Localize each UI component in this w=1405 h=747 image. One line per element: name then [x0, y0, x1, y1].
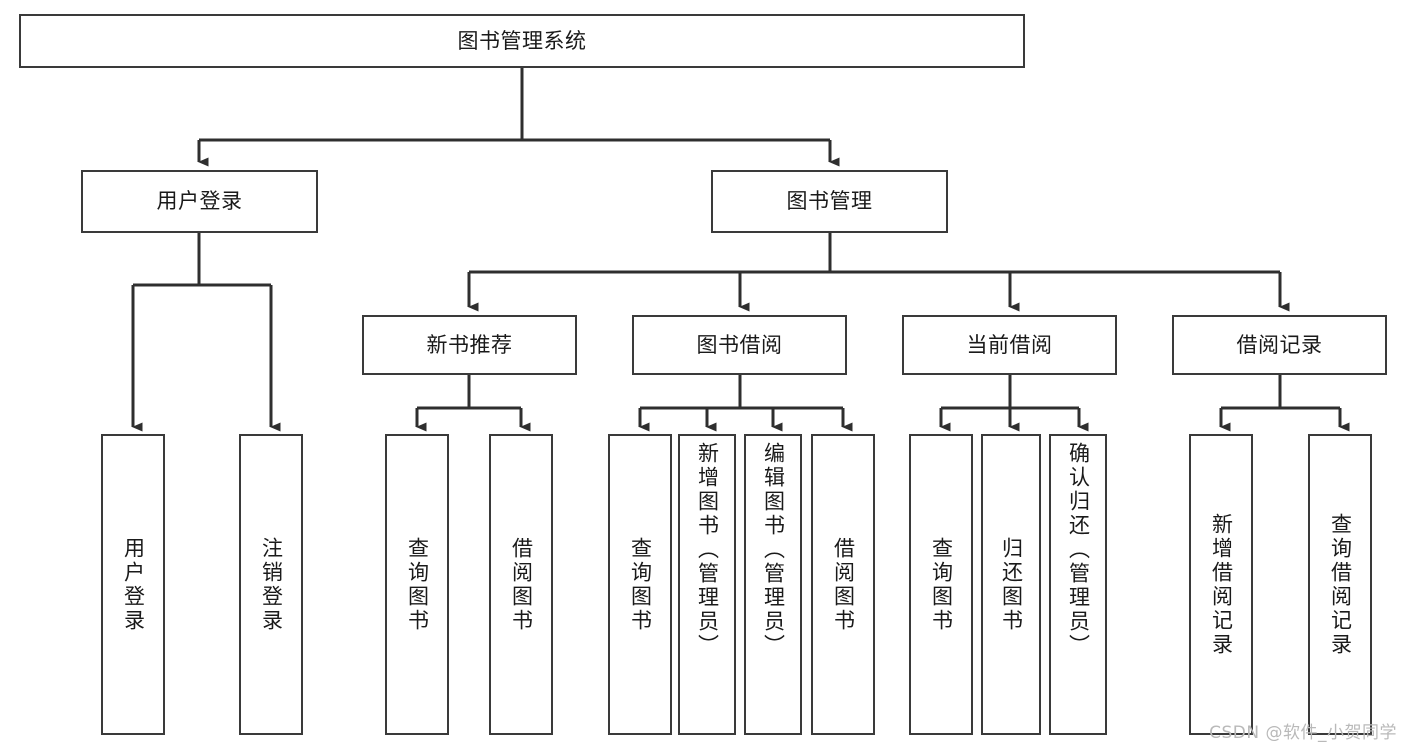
node-leaf-confirm-return-admin[interactable]: 确认归还（管理员）: [1049, 434, 1107, 735]
node-leaf-borrow-book-1[interactable]: 借阅图书: [489, 434, 553, 735]
node-leaf-add-book-admin[interactable]: 新增图书（管理员）: [678, 434, 736, 735]
node-leaf-edit-book-admin-label: 编辑图书（管理员）: [761, 442, 786, 658]
node-book-borrow-label: 图书借阅: [696, 332, 783, 357]
node-current-borrow-label: 当前借阅: [966, 332, 1053, 357]
node-root[interactable]: 图书管理系统: [19, 14, 1025, 68]
watermark-text: CSDN @软件_小贺同学: [1209, 723, 1397, 743]
node-leaf-borrow-book-2-label: 借阅图书: [831, 536, 856, 633]
node-book-manage-label: 图书管理: [786, 189, 873, 214]
node-leaf-query-book-2[interactable]: 查询图书: [608, 434, 672, 735]
node-leaf-return-book-label: 归还图书: [999, 536, 1024, 633]
node-leaf-query-borrow-record[interactable]: 查询借阅记录: [1308, 434, 1372, 735]
node-leaf-query-book-1-label: 查询图书: [405, 536, 430, 633]
node-leaf-user-login-label: 用户登录: [121, 536, 146, 633]
node-leaf-user-login[interactable]: 用户登录: [101, 434, 165, 735]
node-borrow-record[interactable]: 借阅记录: [1172, 315, 1387, 375]
node-leaf-query-borrow-record-label: 查询借阅记录: [1328, 512, 1353, 657]
node-leaf-query-book-2-label: 查询图书: [628, 536, 653, 633]
node-leaf-confirm-return-admin-label: 确认归还（管理员）: [1066, 442, 1091, 658]
node-leaf-query-book-3[interactable]: 查询图书: [909, 434, 973, 735]
node-leaf-edit-book-admin[interactable]: 编辑图书（管理员）: [744, 434, 802, 735]
node-new-book-recommend[interactable]: 新书推荐: [362, 315, 577, 375]
node-leaf-query-book-1[interactable]: 查询图书: [385, 434, 449, 735]
node-book-borrow[interactable]: 图书借阅: [632, 315, 847, 375]
node-leaf-logout-label: 注销登录: [259, 536, 284, 633]
node-leaf-return-book[interactable]: 归还图书: [981, 434, 1041, 735]
node-root-label: 图书管理系统: [457, 28, 587, 53]
node-new-book-recommend-label: 新书推荐: [426, 332, 513, 357]
node-user-login-label: 用户登录: [156, 189, 243, 214]
node-current-borrow[interactable]: 当前借阅: [902, 315, 1117, 375]
node-user-login[interactable]: 用户登录: [81, 170, 318, 233]
node-leaf-borrow-book-1-label: 借阅图书: [509, 536, 534, 633]
node-leaf-add-borrow-record-label: 新增借阅记录: [1209, 512, 1234, 657]
node-book-manage[interactable]: 图书管理: [711, 170, 948, 233]
node-leaf-borrow-book-2[interactable]: 借阅图书: [811, 434, 875, 735]
node-leaf-add-book-admin-label: 新增图书（管理员）: [695, 442, 720, 658]
node-leaf-query-book-3-label: 查询图书: [929, 536, 954, 633]
node-leaf-add-borrow-record[interactable]: 新增借阅记录: [1189, 434, 1253, 735]
node-borrow-record-label: 借阅记录: [1236, 332, 1323, 357]
node-leaf-logout[interactable]: 注销登录: [239, 434, 303, 735]
